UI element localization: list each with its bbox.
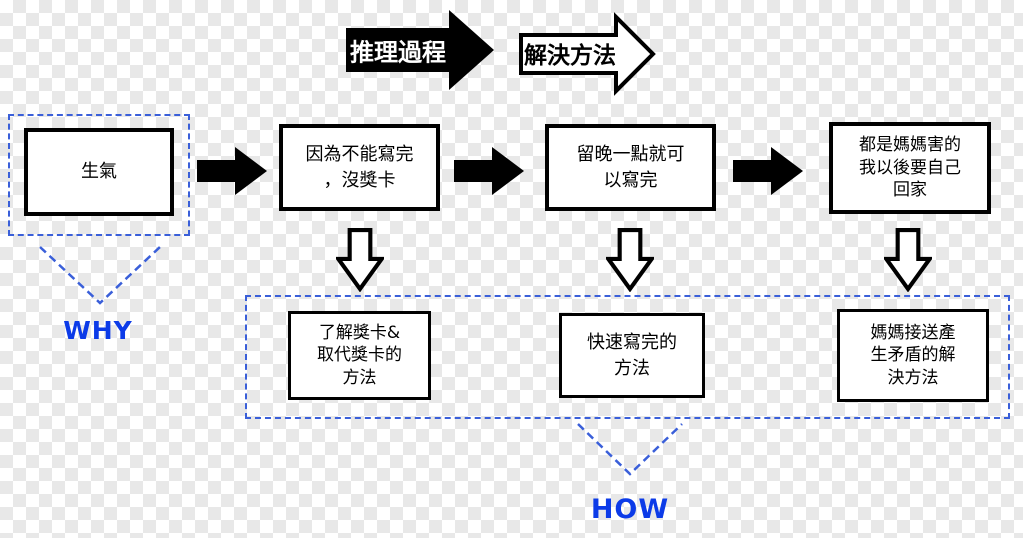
flow-box-2-line: 以寫完 xyxy=(603,169,658,191)
flow-box-3-line: 都是媽媽害的 xyxy=(859,135,961,156)
flow-box-1-line: ，沒獎卡 xyxy=(323,169,396,191)
method-box-3-line: 決方法 xyxy=(887,367,939,388)
method-box-1: 了解獎卡& 取代獎卡的 方法 xyxy=(288,311,431,400)
flow-box-3-line: 我以後要自己 xyxy=(859,157,961,178)
arrow-down-2-icon xyxy=(606,228,654,292)
flow-box-2-line: 留晚一點就可 xyxy=(576,144,685,166)
flow-box-3: 都是媽媽害的 我以後要自己 回家 xyxy=(829,122,991,214)
methods-dashed-frame xyxy=(245,295,1010,419)
start-box: 生氣 xyxy=(24,128,174,216)
arrow-right-1-icon xyxy=(197,147,267,195)
flow-box-1-line: 因為不能寫完 xyxy=(305,144,414,166)
solution-banner-label: 解決方法 xyxy=(524,43,616,69)
method-box-3-line: 生矛盾的解 xyxy=(870,345,956,366)
method-box-1-line: 了解獎卡& xyxy=(318,322,401,343)
why-label: WHY xyxy=(63,316,133,345)
how-dashed-arrow-icon xyxy=(577,423,683,476)
method-box-1-line: 方法 xyxy=(342,367,377,388)
method-box-3: 媽媽接送產 生矛盾的解 決方法 xyxy=(837,309,989,402)
reasoning-banner: 推理過程 xyxy=(346,8,496,92)
start-dashed-frame: 生氣 xyxy=(8,114,190,236)
banner-arrow-right-black-icon xyxy=(346,10,494,90)
flow-box-3-line: 回家 xyxy=(893,180,927,201)
arrow-down-1-icon xyxy=(336,228,384,292)
start-box-label: 生氣 xyxy=(81,161,117,183)
banner-arrow-right-outline-icon xyxy=(519,12,656,96)
solution-banner: 解決方法 xyxy=(518,12,658,96)
method-box-2-line: 方法 xyxy=(614,357,650,379)
reasoning-banner-label: 推理過程 xyxy=(350,38,446,67)
arrow-right-2-icon xyxy=(454,147,524,195)
method-box-3-line: 媽媽接送產 xyxy=(870,322,956,343)
how-label: HOW xyxy=(590,494,670,525)
method-box-1-line: 取代獎卡的 xyxy=(317,345,402,366)
method-box-2-line: 快速寫完的 xyxy=(587,332,677,354)
flow-box-1: 因為不能寫完 ，沒獎卡 xyxy=(279,124,440,211)
arrow-right-3-icon xyxy=(733,147,803,195)
why-dashed-arrow-icon xyxy=(39,246,161,305)
method-box-2: 快速寫完的 方法 xyxy=(559,313,705,398)
flow-box-2: 留晚一點就可 以寫完 xyxy=(545,124,716,211)
arrow-down-3-icon xyxy=(884,228,932,292)
